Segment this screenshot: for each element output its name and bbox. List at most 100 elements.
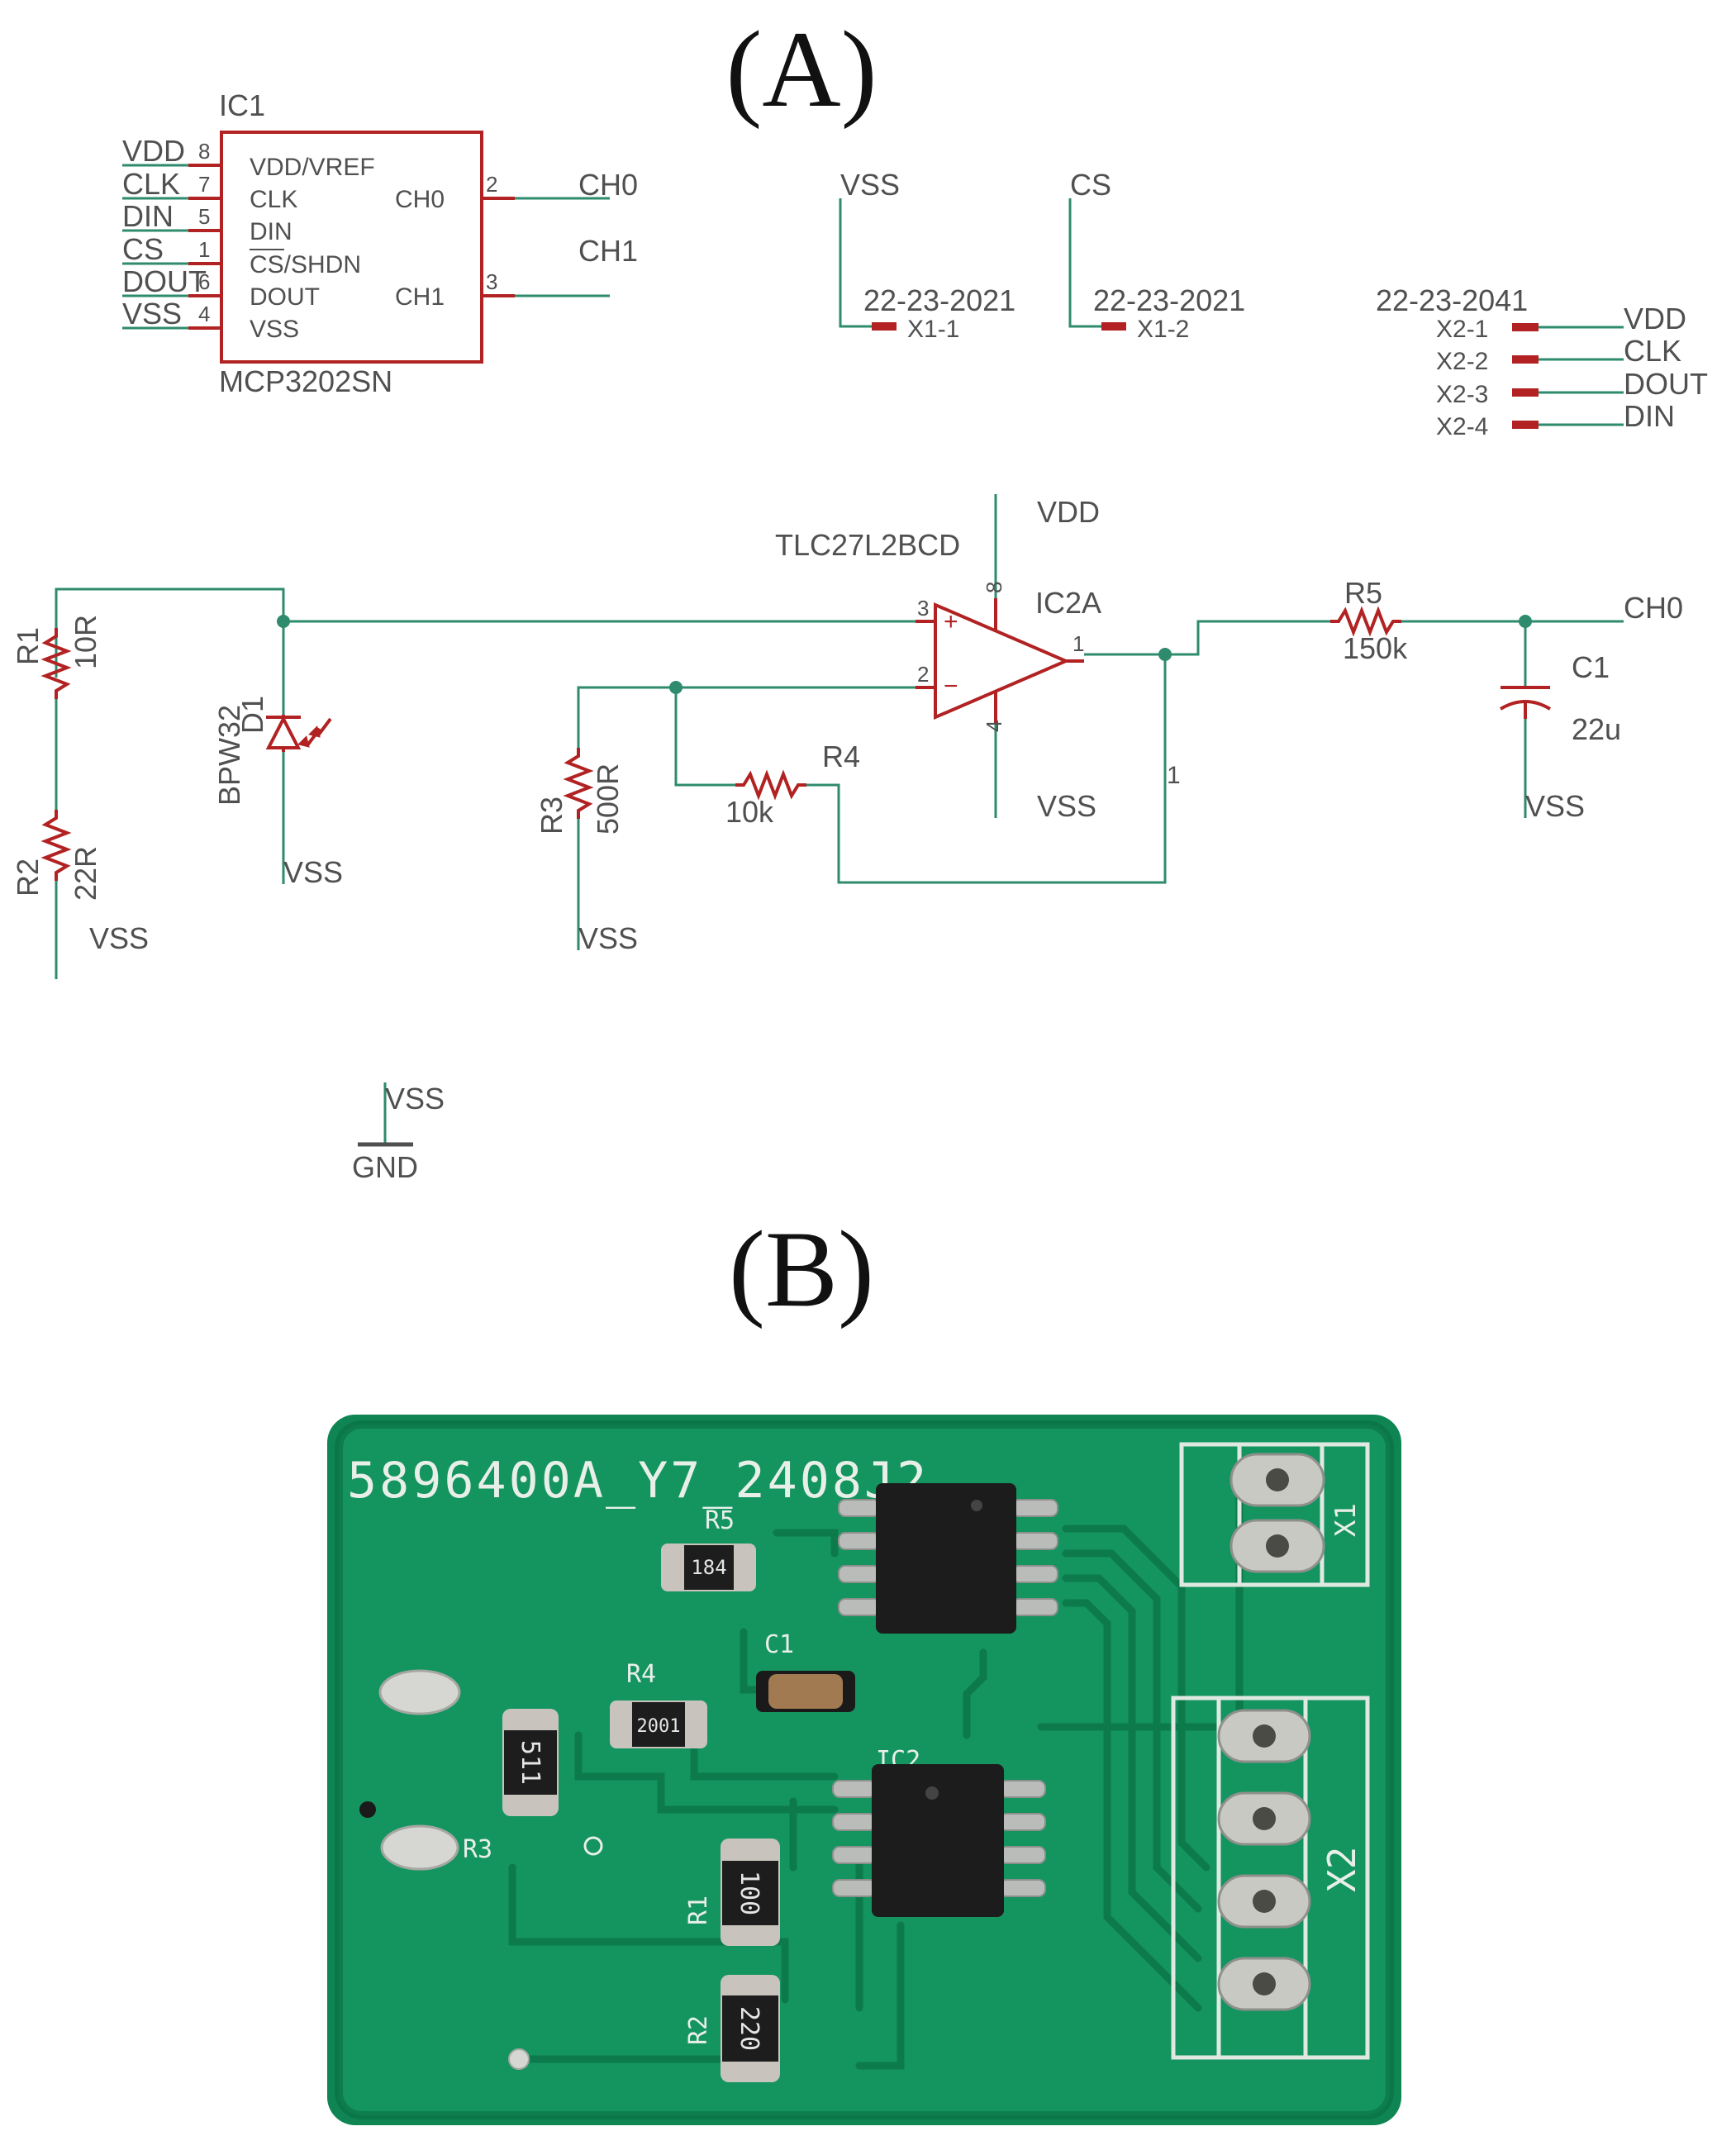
ic1-net-cs: CS bbox=[122, 232, 164, 266]
x1-pads bbox=[1229, 1453, 1325, 1573]
pcb-c1: C1 bbox=[756, 1630, 855, 1712]
silk-x2: X2 bbox=[1320, 1847, 1364, 1892]
x2-outline bbox=[1171, 1696, 1370, 2060]
ic1-pinnum-5: 5 bbox=[198, 204, 210, 229]
r3-mark: 511 bbox=[516, 1740, 545, 1785]
ic1-net-din: DIN bbox=[122, 199, 174, 233]
r1-mark: 100 bbox=[735, 1871, 763, 1915]
connector-x2: 22-23-2041 X2-1 X2-2 X2-3 X2-4 VDD CLK D… bbox=[1376, 283, 1708, 440]
ic1-net-ch0: CH0 bbox=[578, 168, 638, 202]
opamp-symbol bbox=[934, 602, 1071, 721]
opamp-vdd: VDD bbox=[1037, 495, 1100, 529]
r5-mark: 184 bbox=[691, 1556, 726, 1579]
panel-b-label: (B) bbox=[729, 1208, 874, 1329]
ic1-pin-vddvref: VDD/VREF bbox=[250, 154, 375, 181]
ic1-pin-csshdn: CS/SHDN bbox=[250, 251, 361, 278]
ic1-net-clk: CLK bbox=[122, 167, 180, 201]
r4-ref: R4 bbox=[822, 740, 860, 773]
ic1-pinnum-3: 3 bbox=[486, 269, 497, 294]
d1-ref: D1 bbox=[235, 696, 269, 734]
gnd-net: VSS bbox=[385, 1082, 445, 1115]
opamp-pin-plus: 3 bbox=[917, 596, 929, 621]
ic1-pin-dout: DOUT bbox=[250, 283, 320, 311]
r1-symbol bbox=[40, 628, 72, 699]
opamp-pin-vss: 4 bbox=[982, 721, 1006, 732]
x1-1-pad bbox=[872, 322, 897, 331]
x2-part: 22-23-2041 bbox=[1376, 283, 1528, 317]
pcb-r3: 511 R3 bbox=[463, 1709, 559, 1864]
vss-label-r3: VSS bbox=[578, 921, 638, 955]
opamp-pin-vdd: 8 bbox=[982, 582, 1006, 593]
r1-ref: R1 bbox=[11, 627, 45, 665]
r4-mark: 2001 bbox=[637, 1716, 681, 1737]
x2-net-dout: DOUT bbox=[1624, 367, 1708, 401]
x2-pin-4: X2-4 bbox=[1436, 413, 1488, 440]
ic1-pin-ch0: CH0 bbox=[395, 186, 445, 213]
connector-x1-1: VSS 22-23-2021 X1-1 bbox=[839, 168, 1015, 343]
opamp-pin-minus: 2 bbox=[917, 662, 929, 687]
r2-ref: R2 bbox=[11, 859, 45, 897]
r5-value: 150k bbox=[1343, 631, 1408, 665]
x2-net-din: DIN bbox=[1624, 399, 1675, 433]
r5-ref: R5 bbox=[1344, 576, 1382, 610]
d1-symbol bbox=[265, 715, 332, 752]
analog-front-end: R1 10R R2 22R VSS BPW32 D1 VSS + − bbox=[11, 494, 1683, 1184]
r3-ref: R3 bbox=[535, 797, 568, 835]
pcb-r5: R5 184 bbox=[661, 1506, 756, 1591]
pcb-r2: R2 220 bbox=[684, 1975, 780, 2082]
c1-symbol bbox=[1499, 686, 1552, 719]
r3-value: 500R bbox=[591, 763, 625, 835]
ic1-pin-ch1: CH1 bbox=[395, 283, 445, 311]
ic1-pinnum-6: 6 bbox=[198, 269, 210, 294]
x1-2-part: 22-23-2021 bbox=[1093, 283, 1245, 317]
opamp-ref: IC2A bbox=[1035, 586, 1101, 620]
svg-text:−: − bbox=[944, 673, 958, 700]
gnd-label: GND bbox=[352, 1150, 418, 1184]
connector-x1-2: CS 22-23-2021 X1-2 bbox=[1068, 168, 1245, 343]
pcb-r1: R1 100 bbox=[684, 1838, 780, 1946]
ic1-pinnum-8: 8 bbox=[198, 139, 210, 164]
silk-r2: R2 bbox=[684, 2015, 713, 2045]
x2-pin-2: X2-2 bbox=[1436, 348, 1488, 375]
x1-1-net: VSS bbox=[840, 168, 900, 202]
pcb-photo: 5896400A_Y7_2408J2 X1 bbox=[327, 1415, 1401, 2125]
ic1-adc: IC1 MCP3202SN VDD/VREF CLK DIN CS/SHDN D… bbox=[122, 88, 638, 398]
pcb-d1-pads bbox=[359, 1669, 461, 1871]
ic1-net-vss: VSS bbox=[122, 297, 182, 331]
ic1-part: MCP3202SN bbox=[219, 364, 392, 398]
ic1-net-ch1: CH1 bbox=[578, 234, 638, 268]
vss-label-d1: VSS bbox=[283, 855, 343, 889]
x2-net-vdd: VDD bbox=[1624, 302, 1686, 335]
r3-symbol bbox=[563, 748, 594, 819]
x1-2-net: CS bbox=[1070, 168, 1111, 202]
ic1-pin-vss: VSS bbox=[250, 316, 299, 343]
pcb-chip-ic1 bbox=[838, 1483, 1058, 1634]
ic1-pin-din: DIN bbox=[250, 218, 293, 245]
d1-part: BPW32 bbox=[212, 705, 246, 806]
ic1-pinnum-7: 7 bbox=[198, 172, 210, 197]
node-label-1: 1 bbox=[1167, 762, 1181, 789]
opamp-vss: VSS bbox=[1037, 789, 1096, 823]
pcb-board-id: 5896400A_Y7_2408J2 bbox=[347, 1452, 929, 1510]
ic1-ref: IC1 bbox=[219, 88, 265, 122]
ic1-pinnum-4: 4 bbox=[198, 302, 210, 326]
pcb-r4: R4 2001 bbox=[610, 1660, 707, 1748]
svg-text:+: + bbox=[944, 608, 958, 635]
opamp-pin-out: 1 bbox=[1073, 631, 1084, 656]
opamp-part: TLC27L2BCD bbox=[775, 528, 960, 562]
silk-c1: C1 bbox=[764, 1630, 794, 1659]
silk-r4: R4 bbox=[626, 1660, 656, 1689]
vss-label-c1: VSS bbox=[1525, 789, 1585, 823]
c1-value: 22u bbox=[1572, 712, 1621, 746]
r2-symbol bbox=[40, 810, 72, 881]
x2-pads bbox=[1217, 1709, 1311, 2011]
x1-2-pin: X1-2 bbox=[1137, 316, 1189, 343]
r4-value: 10k bbox=[725, 795, 774, 829]
x2-pin-3: X2-3 bbox=[1436, 381, 1488, 408]
ic1-pinnum-1: 1 bbox=[198, 237, 210, 262]
silk-r5: R5 bbox=[705, 1506, 735, 1535]
x1-1-pin: X1-1 bbox=[907, 316, 959, 343]
r2-value: 22R bbox=[69, 846, 102, 901]
panel-a-label: (A) bbox=[725, 8, 877, 130]
silk-r3: R3 bbox=[463, 1835, 492, 1864]
